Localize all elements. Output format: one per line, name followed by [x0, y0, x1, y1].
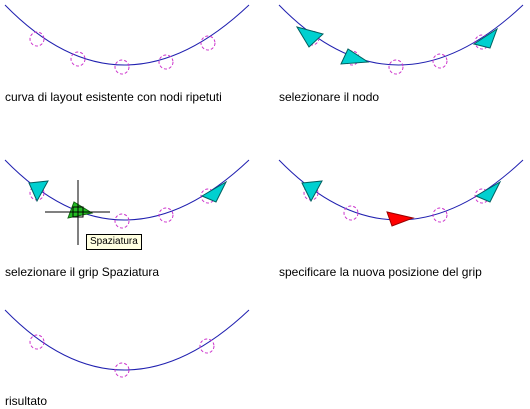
node-marker: [114, 213, 130, 229]
layout-curve: [4, 4, 250, 66]
node-marker: [29, 334, 45, 350]
selected-grip-arrow[interactable]: [28, 180, 49, 203]
panel-2: [278, 4, 524, 75]
node-marker: [29, 31, 45, 47]
moving-grip-arrow[interactable]: [386, 211, 415, 227]
selected-grip-arrow[interactable]: [340, 48, 370, 65]
caption-existing-curve: curva di layout esistente con nodi ripet…: [5, 90, 222, 104]
node-marker: [114, 59, 130, 75]
panel-5: [4, 309, 250, 378]
node-marker: [343, 205, 359, 221]
node-marker: [432, 53, 448, 69]
node-marker: [200, 35, 216, 51]
panel-1: [4, 4, 250, 75]
node-marker: [158, 54, 174, 70]
spacing-grip[interactable]: [67, 201, 94, 219]
node-marker: [432, 207, 448, 223]
node-marker: [158, 207, 174, 223]
spacing-tooltip: Spaziatura: [86, 234, 142, 250]
node-marker: [388, 59, 404, 75]
selected-grip-arrow[interactable]: [200, 180, 228, 203]
pickbox: [72, 206, 84, 218]
selected-grip-arrow[interactable]: [301, 180, 323, 203]
panel-4: [278, 159, 524, 227]
selected-grip-arrow[interactable]: [295, 26, 325, 48]
layout-curve: [4, 309, 250, 371]
node-marker: [199, 338, 215, 354]
caption-specify-grip-position: specificare la nuova posizione del grip: [279, 265, 482, 279]
panel-3: [4, 159, 250, 245]
selected-grip-arrow[interactable]: [472, 27, 498, 49]
caption-result: risultato: [5, 394, 48, 408]
selected-grip-arrow[interactable]: [474, 180, 502, 203]
node-marker: [70, 51, 86, 67]
caption-select-node: selezionare il nodo: [279, 90, 380, 104]
caption-select-spacing-grip: selezionare il grip Spaziatura: [5, 265, 160, 279]
node-marker: [114, 362, 130, 378]
